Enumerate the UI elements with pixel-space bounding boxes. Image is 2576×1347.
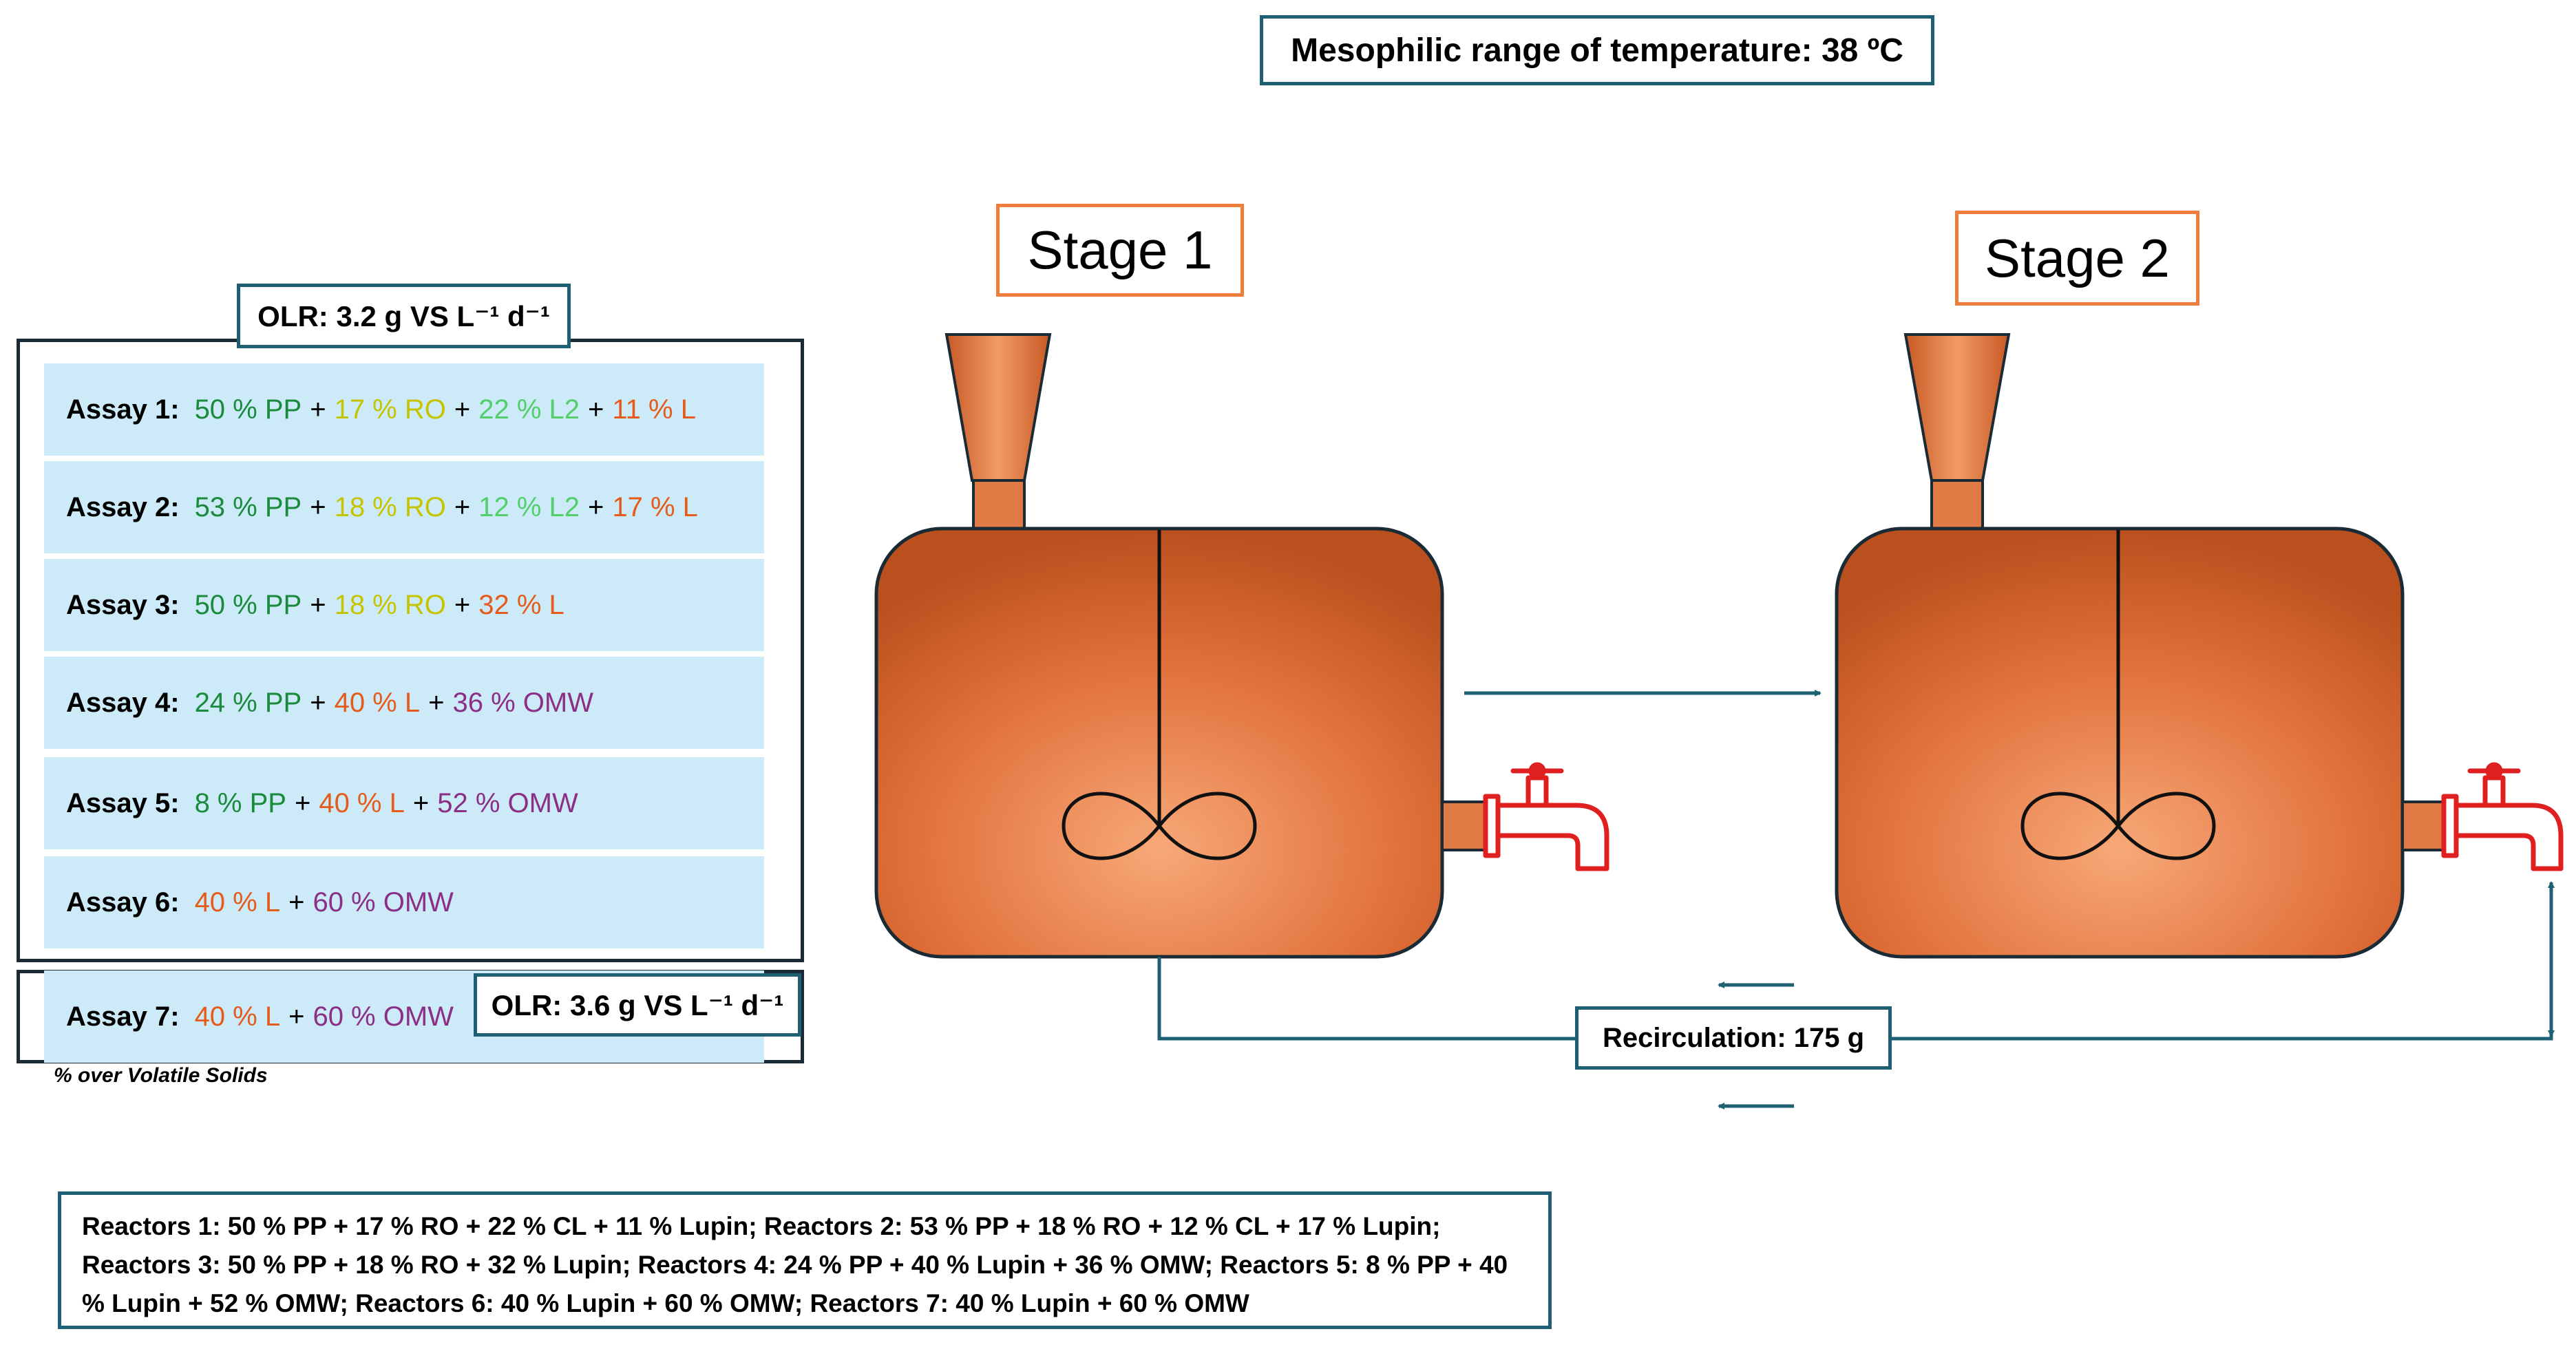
reactors-description: Reactors 1: 50 % PP + 17 % RO + 22 % CL … <box>82 1212 1508 1317</box>
outlet-pipe-1 <box>1441 800 1487 851</box>
plus-sign: + <box>288 1001 305 1032</box>
component-pp: 24 % PP <box>194 687 302 718</box>
tap-icon-1 <box>1483 762 1609 871</box>
olr-top-label: OLR: 3.2 g VS L⁻¹ d⁻¹ <box>257 299 550 332</box>
plus-sign: + <box>310 491 326 522</box>
outlet-pipe-2 <box>2401 800 2445 851</box>
assay-row-2: Assay 2:53 % PP+18 % RO+12 % L2+17 % L <box>44 461 764 553</box>
plus-sign: + <box>588 394 604 425</box>
assay-label: Assay 4: <box>66 687 180 718</box>
component-l2: 12 % L2 <box>478 491 580 522</box>
component-lu: 40 % L <box>194 887 281 918</box>
component-lu: 40 % L <box>194 1001 281 1032</box>
assay-row-4: Assay 4:24 % PP+40 % L+36 % OMW <box>44 657 764 749</box>
recirculation-box: Recirculation: 175 g <box>1575 1006 1892 1070</box>
plus-sign: + <box>454 589 471 620</box>
plus-sign: + <box>310 589 326 620</box>
plus-sign: + <box>310 687 326 718</box>
temperature-label-box: Mesophilic range of temperature: 38 ºC <box>1260 15 1934 85</box>
assay-label: Assay 7: <box>66 1001 180 1032</box>
stage-2-label: Stage 2 <box>1985 227 2170 288</box>
feed-neck-1 <box>972 479 1026 531</box>
component-l2: 22 % L2 <box>478 394 580 425</box>
reactors-description-box: Reactors 1: 50 % PP + 17 % RO + 22 % CL … <box>58 1191 1552 1329</box>
component-omw: 36 % OMW <box>452 687 593 718</box>
olr-top-box: OLR: 3.2 g VS L⁻¹ d⁻¹ <box>237 284 571 348</box>
stage-1-label: Stage 1 <box>1027 220 1213 280</box>
plus-sign: + <box>454 394 471 425</box>
recirculation-label: Recirculation: 175 g <box>1602 1022 1865 1053</box>
assay-label: Assay 5: <box>66 787 180 818</box>
assay-row-6: Assay 6: 40 % L+60 % OMW <box>44 856 764 948</box>
recirculation-line-left <box>1157 957 1576 1041</box>
reactor-stage-2 <box>1835 333 2564 959</box>
component-ro: 18 % RO <box>334 589 446 620</box>
stage-1-label-box: Stage 1 <box>996 204 1244 297</box>
component-pp: 50 % PP <box>194 589 302 620</box>
stage-2-label-box: Stage 2 <box>1955 211 2199 306</box>
component-omw: 60 % OMW <box>313 887 454 918</box>
component-pp: 50 % PP <box>194 394 302 425</box>
plus-sign: + <box>588 491 604 522</box>
component-lu: 17 % L <box>612 491 698 522</box>
component-omw: 52 % OMW <box>437 787 578 818</box>
assay-row-5: Assay 5:8 % PP+40 % L+52 % OMW <box>44 757 764 849</box>
temperature-label: Mesophilic range of temperature: 38 ºC <box>1291 32 1903 69</box>
feed-hopper-2 <box>1903 333 2011 482</box>
component-lu: 40 % L <box>334 687 421 718</box>
component-lu: 11 % L <box>612 394 696 425</box>
component-pp: 8 % PP <box>194 787 286 818</box>
plus-sign: + <box>412 787 430 818</box>
plus-sign: + <box>310 394 326 425</box>
reactor-stage-1 <box>874 333 1609 959</box>
olr-bottom-label: OLR: 3.6 g VS L⁻¹ d⁻¹ <box>491 988 784 1021</box>
component-pp: 53 % PP <box>194 491 302 522</box>
plus-sign: + <box>454 491 471 522</box>
component-lu: 40 % L <box>319 787 405 818</box>
stirrer-impeller-2 <box>2020 792 2216 860</box>
stirrer-impeller-1 <box>1062 792 1257 860</box>
assay-label: Assay 2: <box>66 491 180 522</box>
assay-row-1: Assay 1:50 % PP+17 % RO+22 % L2+11 % L <box>44 363 764 456</box>
plus-sign: + <box>294 787 311 818</box>
tap-icon-2 <box>2441 762 2564 871</box>
assay-label: Assay 6: <box>66 887 180 918</box>
assay-row-3: Assay 3: 50 % PP +18 % RO +32 % L <box>44 559 764 651</box>
assay-label: Assay 1: <box>66 394 180 425</box>
plus-sign: + <box>288 887 305 918</box>
plus-sign: + <box>428 687 445 718</box>
component-ro: 18 % RO <box>334 491 446 522</box>
assay-label: Assay 3: <box>66 589 180 620</box>
component-omw: 60 % OMW <box>313 1001 454 1032</box>
component-lu: 32 % L <box>478 589 564 620</box>
feed-neck-2 <box>1930 479 1984 531</box>
feed-hopper-1 <box>944 333 1052 482</box>
olr-bottom-box: OLR: 3.6 g VS L⁻¹ d⁻¹ <box>474 973 801 1037</box>
volatile-solids-note: % over Volatile Solids <box>54 1064 268 1087</box>
component-ro: 17 % RO <box>334 394 446 425</box>
